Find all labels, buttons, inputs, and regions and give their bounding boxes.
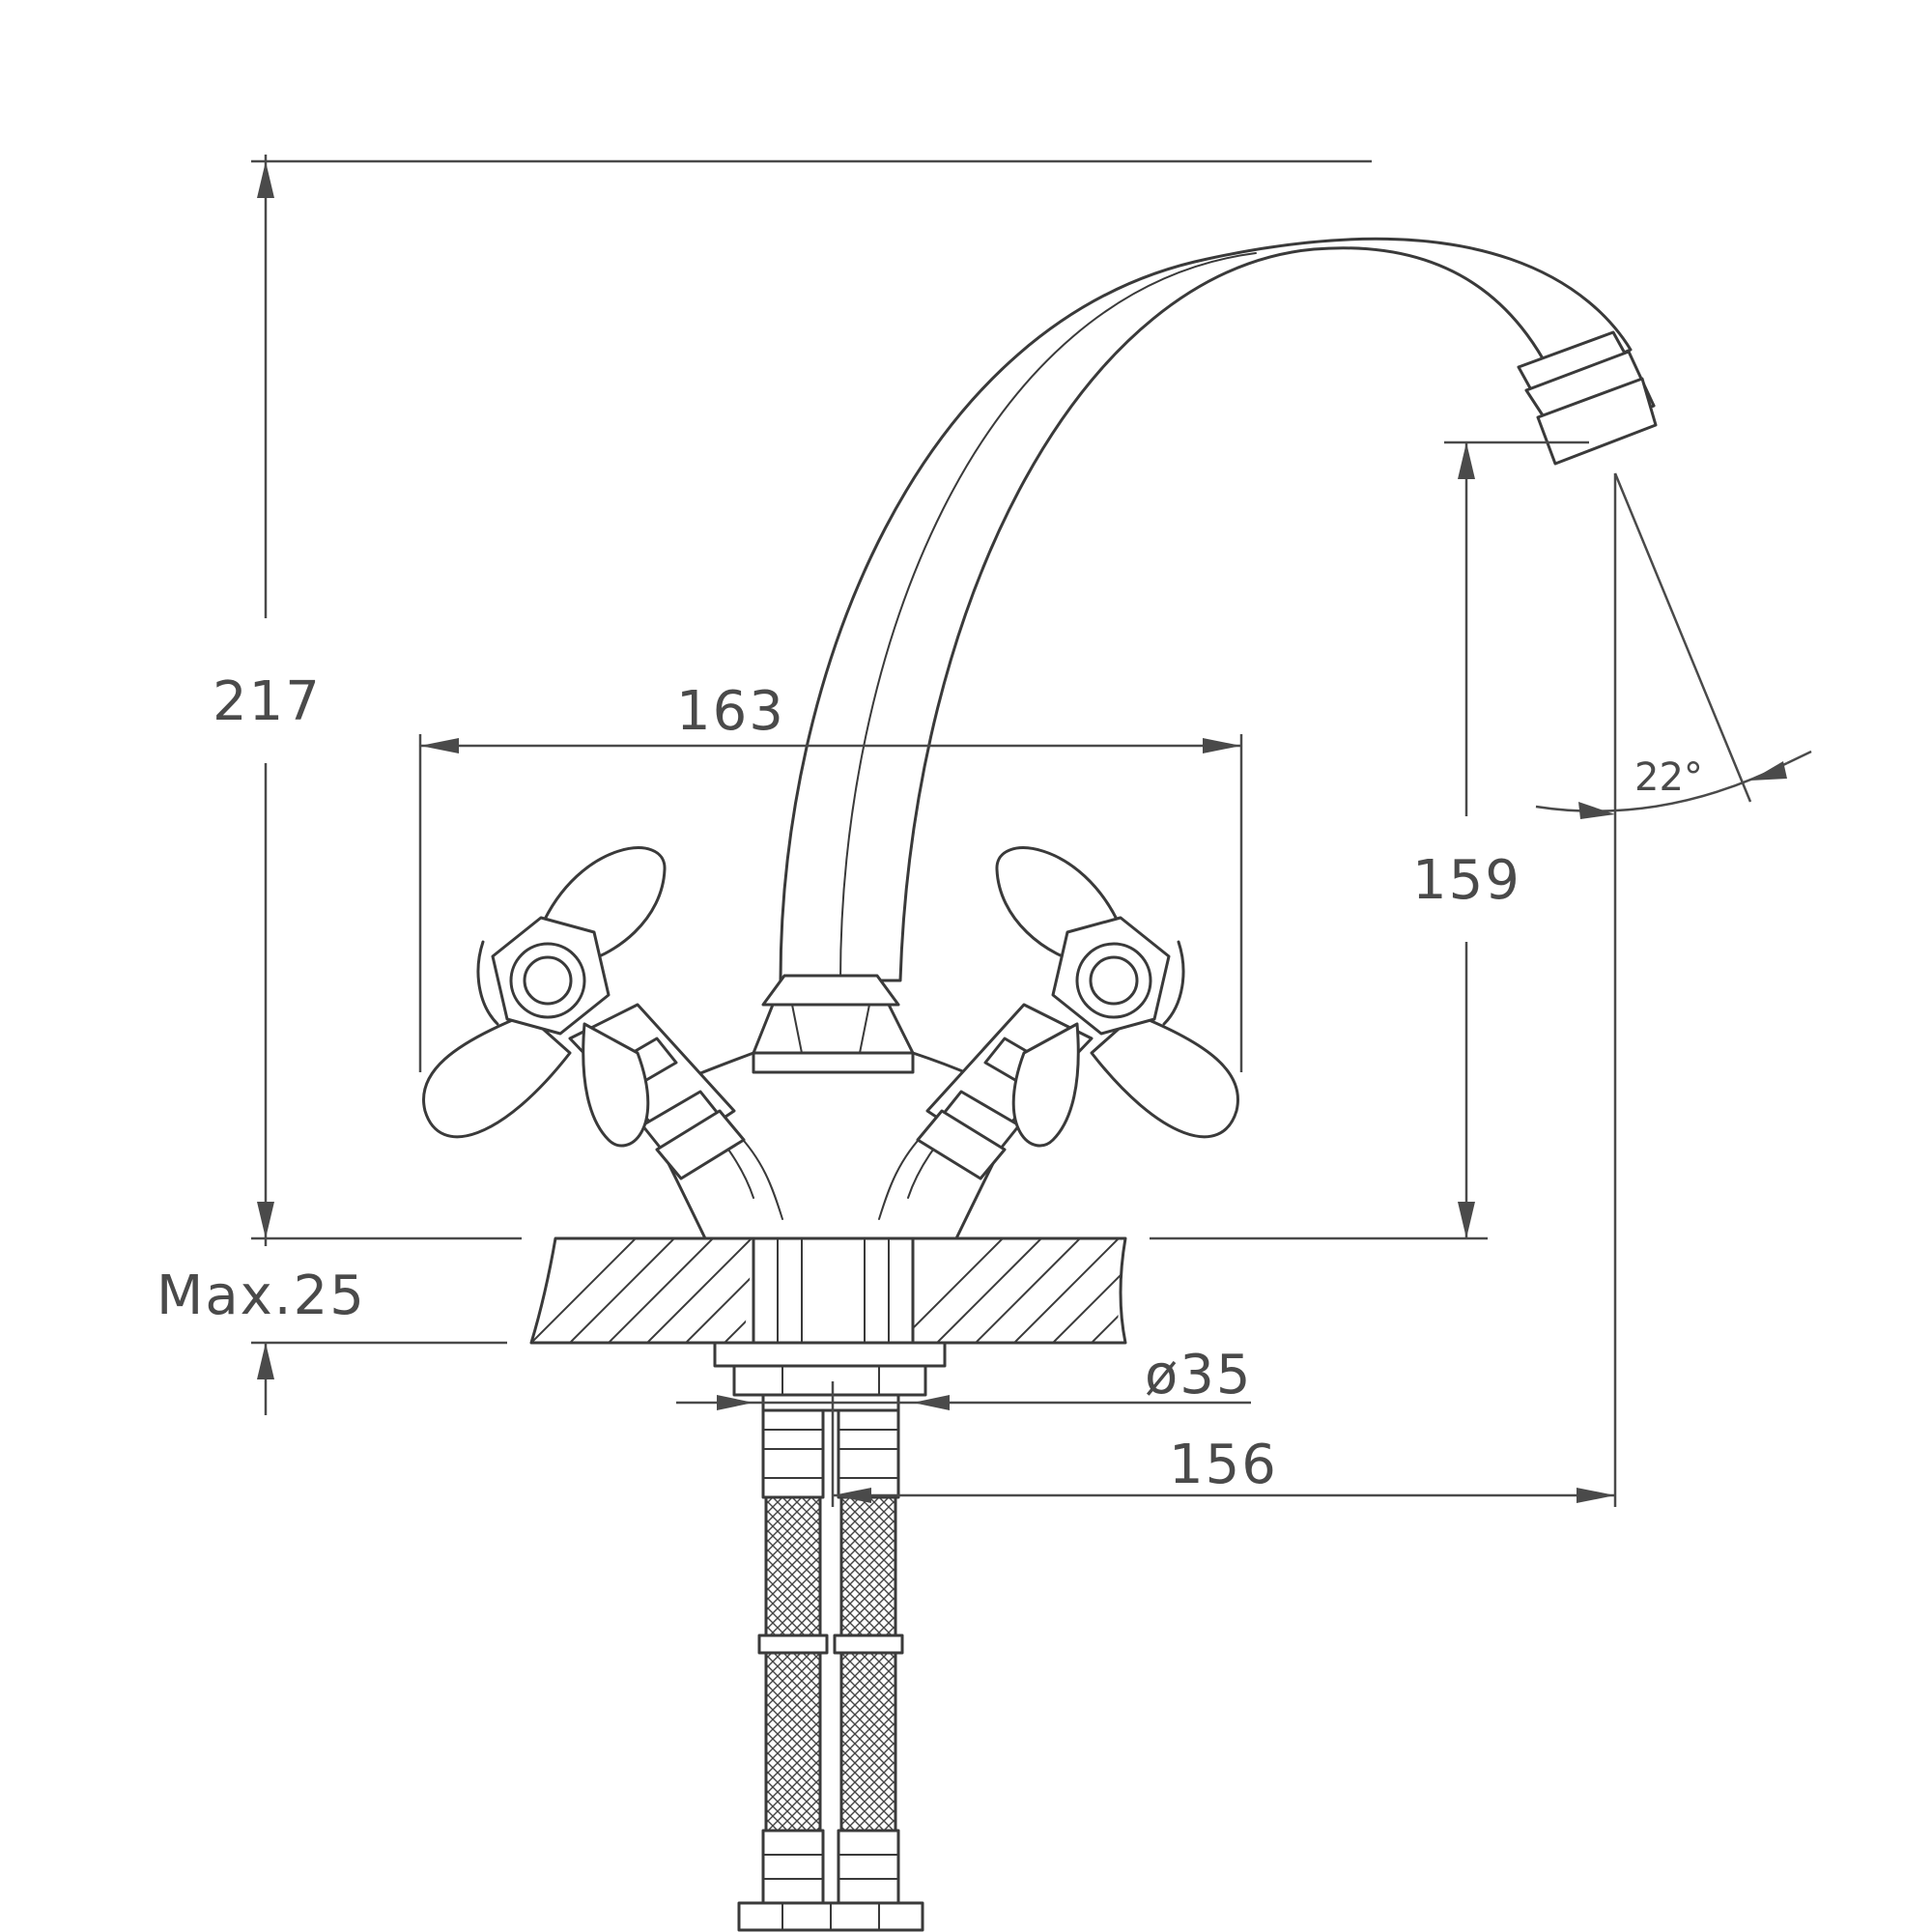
dim-label-159: 159 (1412, 849, 1521, 912)
dim-label-217: 217 (213, 670, 322, 733)
dimension-total-height: 217 (213, 155, 1372, 1246)
dimension-spout-height: 159 (1150, 440, 1589, 1240)
left-valve-handle (422, 846, 746, 1180)
supply-hoses (737, 1408, 924, 1932)
dim-label-diameter: ø35 (1145, 1344, 1253, 1406)
dimension-counter-thickness: Max.25 (156, 1264, 507, 1415)
right-valve-handle (916, 846, 1239, 1180)
dim-label-angle: 22° (1634, 755, 1703, 800)
spout (779, 237, 1658, 982)
dim-label-max25: Max.25 (156, 1264, 366, 1327)
dimension-handle-span: 163 (418, 680, 1243, 1072)
dimension-spray-angle: 22° (1535, 472, 1812, 819)
mounting-shank (713, 1236, 947, 1412)
dimension-spout-reach: 156 (831, 473, 1617, 1507)
dim-label-163: 163 (676, 680, 785, 743)
dimension-base-diameter: ø35 (676, 1344, 1253, 1410)
dim-label-156: 156 (1169, 1434, 1278, 1496)
faucet-body (636, 974, 1026, 1240)
